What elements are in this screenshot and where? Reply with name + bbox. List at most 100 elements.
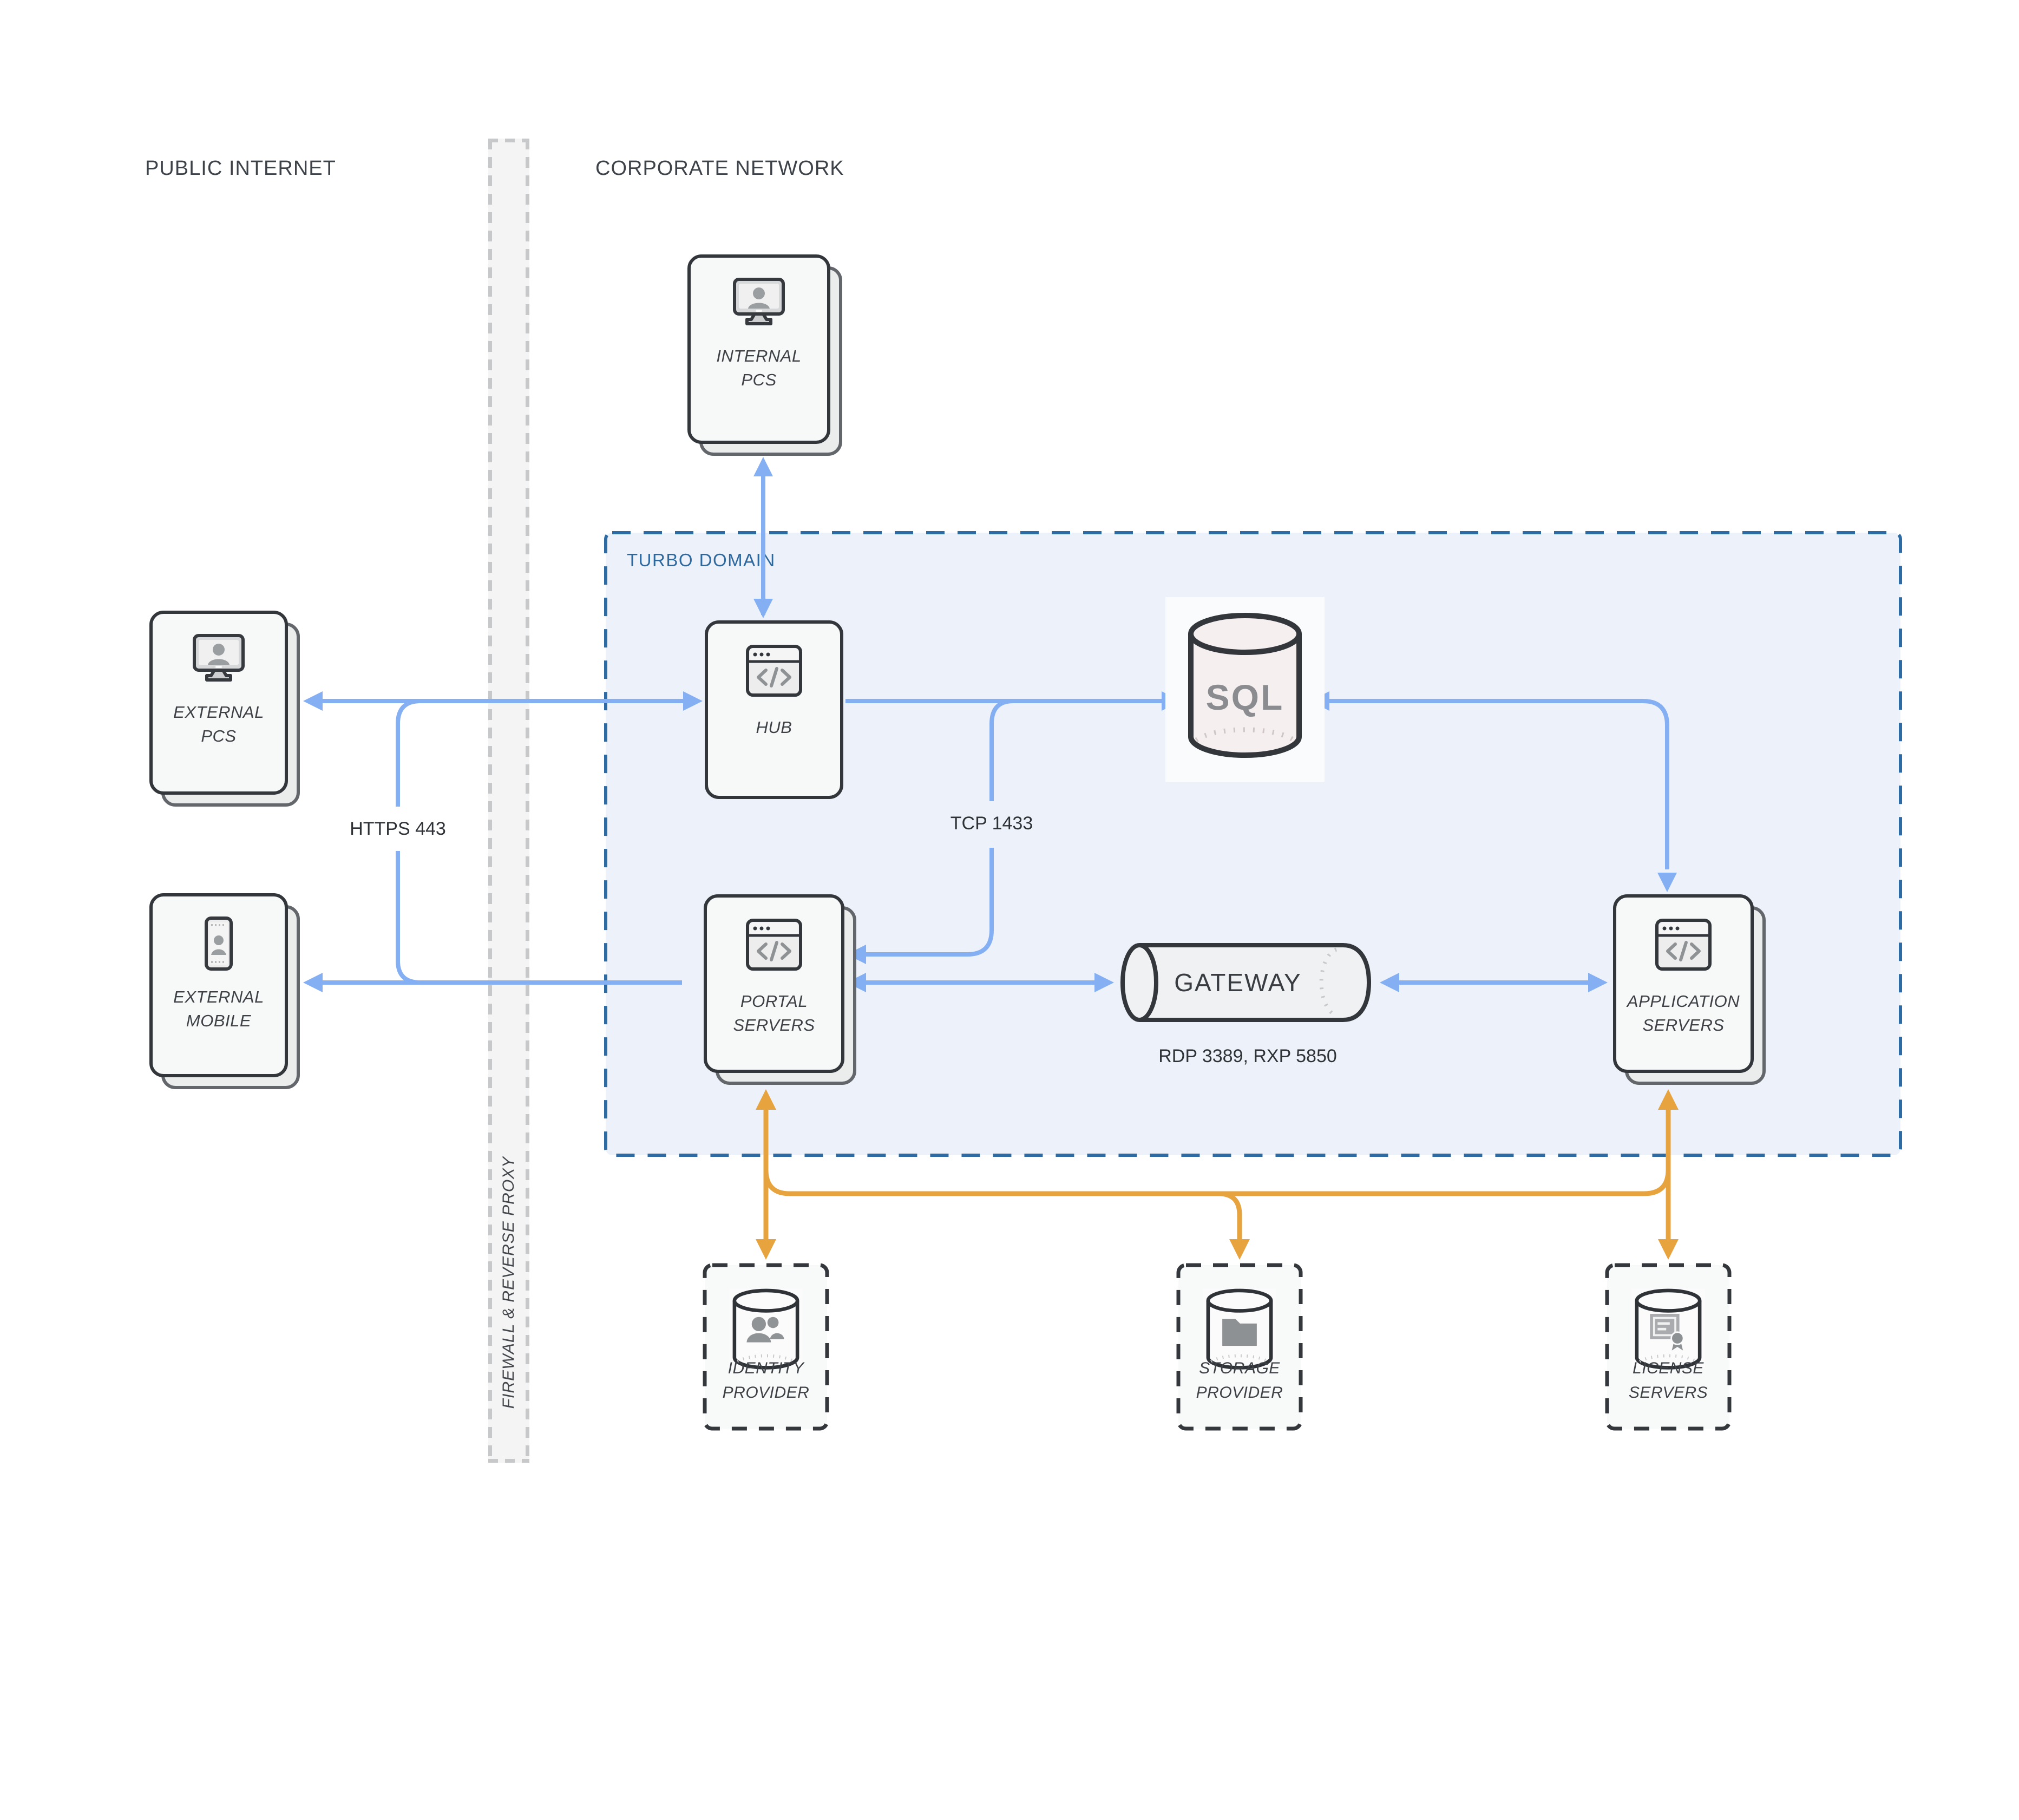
turbo-domain-zone xyxy=(604,531,1903,1157)
node-sql-database: SQL xyxy=(1165,597,1325,782)
certificate-icon xyxy=(1650,1314,1684,1351)
node-label: EXTERNAL MOBILE xyxy=(173,985,264,1033)
sql-label: SQL xyxy=(1206,677,1284,717)
card-front: PORTAL SERVERS xyxy=(704,894,844,1073)
line-orange-horizontal xyxy=(790,1169,1671,1196)
code-window-icon xyxy=(746,919,802,971)
node-label: INTERNAL PCS xyxy=(716,344,801,392)
users-icon xyxy=(751,1317,766,1331)
firewall-dash-top xyxy=(488,139,529,142)
firewall-bar xyxy=(488,139,529,1463)
firewall-dash-right xyxy=(526,139,529,1463)
corporate-network-zone-label: CORPORATE NETWORK xyxy=(595,157,844,180)
folder-icon xyxy=(1222,1319,1257,1346)
node-portal-servers: PORTAL SERVERS xyxy=(704,894,856,1085)
node-label-line2: SERVERS xyxy=(733,1016,815,1035)
arrowhead-tcp-into-portal xyxy=(847,945,866,964)
card-front: APPLICATION SERVERS xyxy=(1613,894,1754,1073)
node-label-line1: HUB xyxy=(756,718,792,737)
node-license-servers: LICENSE SERVERS xyxy=(1605,1263,1732,1431)
node-label-line2: SERVERS xyxy=(1628,1384,1708,1402)
arrowhead-into-appservers-bottom xyxy=(1658,1089,1679,1110)
node-label: LICENSE SERVERS xyxy=(1605,1356,1732,1405)
arrowhead-into-portal-right xyxy=(847,973,866,992)
node-hub: HUB xyxy=(705,620,843,799)
identity-database-icon xyxy=(729,1288,803,1370)
pipe-icon: GATEWAY xyxy=(1120,943,1372,1022)
public-internet-zone-label: PUBLIC INTERNET xyxy=(145,157,336,180)
node-label-line2: PCS xyxy=(741,370,777,390)
node-external-mobile: EXTERNAL MOBILE xyxy=(149,893,300,1089)
arrowhead-into-appservers-top xyxy=(1657,873,1677,892)
node-label-line2: MOBILE xyxy=(186,1011,252,1031)
node-label-line1: INTERNAL xyxy=(716,346,802,365)
line-sql-appservers xyxy=(1329,699,1669,869)
node-label: IDENTITY PROVIDER xyxy=(703,1356,829,1405)
line-tcp-branch-bottom xyxy=(866,848,994,957)
https-port-label: HTTPS 443 xyxy=(350,819,446,839)
card-front: EXTERNAL PCS xyxy=(149,611,288,795)
arrowhead-into-hub-top xyxy=(753,599,773,618)
blue-connection-lines xyxy=(323,476,1669,985)
monitor-user-icon xyxy=(193,634,245,682)
node-identity-provider: IDENTITY PROVIDER xyxy=(703,1263,829,1431)
arrowhead-into-external-pcs xyxy=(303,691,323,711)
node-label-line2: SERVERS xyxy=(1642,1016,1725,1035)
node-label-line2: PROVIDER xyxy=(1196,1384,1283,1402)
arrowhead-into-appservers-left xyxy=(1588,973,1608,992)
tcp-port-label: TCP 1433 xyxy=(950,813,1033,834)
arrowhead-into-license xyxy=(1658,1239,1679,1260)
node-gateway: GATEWAY xyxy=(1118,942,1378,1023)
node-label-line1: PORTAL xyxy=(740,992,808,1011)
line-tcp-branch-top xyxy=(989,699,1014,801)
line-orange-branch-curve xyxy=(763,1169,790,1196)
storage-database-icon xyxy=(1203,1288,1276,1370)
node-label: HUB xyxy=(756,716,792,739)
card-front: EXTERNAL MOBILE xyxy=(149,893,288,1077)
node-label: STORAGE PROVIDER xyxy=(1176,1356,1303,1405)
node-label-line1: STORAGE xyxy=(1199,1359,1280,1377)
mobile-user-icon xyxy=(205,916,233,971)
line-https-branch-top xyxy=(396,699,421,807)
arrowhead-into-portal-bottom xyxy=(756,1089,776,1110)
firewall-dash-bottom xyxy=(488,1459,529,1463)
card-front: HUB xyxy=(705,620,843,799)
card-front: INTERNAL PCS xyxy=(687,254,830,444)
node-internal-pcs: INTERNAL PCS xyxy=(687,254,842,456)
node-storage-provider: STORAGE PROVIDER xyxy=(1176,1263,1303,1431)
node-label-line2: PROVIDER xyxy=(722,1384,810,1402)
orange-arrowheads xyxy=(756,1089,1679,1260)
node-label: PORTAL SERVERS xyxy=(733,990,815,1037)
firewall-dash-left xyxy=(488,139,492,1463)
gateway-label: GATEWAY xyxy=(1174,968,1302,997)
node-label-line1: EXTERNAL xyxy=(173,703,264,722)
node-application-servers: APPLICATION SERVERS xyxy=(1613,894,1766,1085)
turbo-domain-border xyxy=(604,531,1902,1157)
node-label-line1: EXTERNAL xyxy=(173,987,264,1006)
database-cylinder-icon: SQL xyxy=(1188,613,1302,758)
node-external-pcs: EXTERNAL PCS xyxy=(149,611,300,807)
gateway-ports-label: RDP 3389, RXP 5850 xyxy=(1158,1046,1337,1066)
arrowhead-into-identity xyxy=(756,1239,776,1260)
orange-connection-lines xyxy=(763,1110,1671,1239)
arrowhead-into-external-mobile xyxy=(303,973,323,992)
code-window-icon xyxy=(1655,919,1712,971)
node-label-line1: APPLICATION xyxy=(1627,992,1740,1011)
turbo-domain-label: TURBO DOMAIN xyxy=(627,550,776,570)
monitor-user-icon xyxy=(733,278,785,325)
node-label-line1: LICENSE xyxy=(1633,1359,1704,1377)
arrowhead-into-storage xyxy=(1229,1239,1250,1260)
license-database-icon xyxy=(1631,1288,1705,1370)
line-orange-storage-branch xyxy=(1218,1191,1242,1239)
node-label: APPLICATION SERVERS xyxy=(1627,990,1740,1037)
node-label-line1: IDENTITY xyxy=(727,1359,804,1377)
arrowhead-into-gateway-right xyxy=(1380,973,1399,992)
arrowhead-into-internal-pcs xyxy=(753,457,773,476)
line-https-branch-bottom xyxy=(396,851,421,985)
arrowhead-into-hub-left xyxy=(683,691,703,711)
arrowhead-into-gateway-left xyxy=(1094,973,1114,992)
node-label: EXTERNAL PCS xyxy=(173,700,264,748)
node-label-line2: PCS xyxy=(201,726,237,746)
